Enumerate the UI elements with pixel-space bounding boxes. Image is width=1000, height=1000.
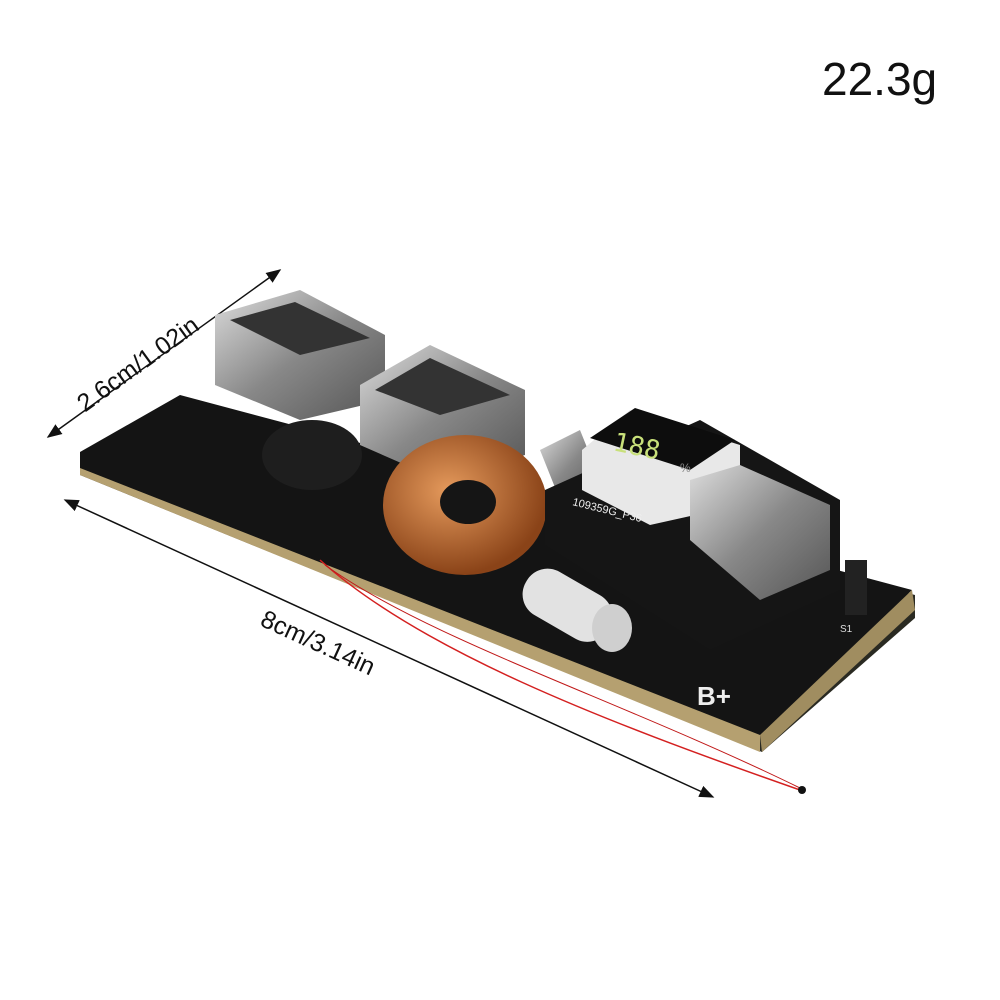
- length-arrow: [63, 499, 715, 798]
- display-module: 188 % 109359G_P36: [545, 408, 840, 650]
- thermistor-bead: [798, 786, 806, 794]
- terminal-label: B+: [697, 681, 731, 711]
- electrolytic-capacitor: [522, 568, 632, 652]
- thermistor-wire: [319, 559, 801, 791]
- width-arrow: [46, 269, 282, 438]
- toroid-coil: [383, 435, 547, 575]
- ferrite-inductor: [262, 420, 362, 490]
- slide-switch: [845, 560, 867, 615]
- usb-port-1: [215, 290, 385, 420]
- display-unit: %: [680, 461, 691, 475]
- switch-label: S1: [840, 624, 853, 635]
- weight-label: 22.3g: [822, 53, 938, 105]
